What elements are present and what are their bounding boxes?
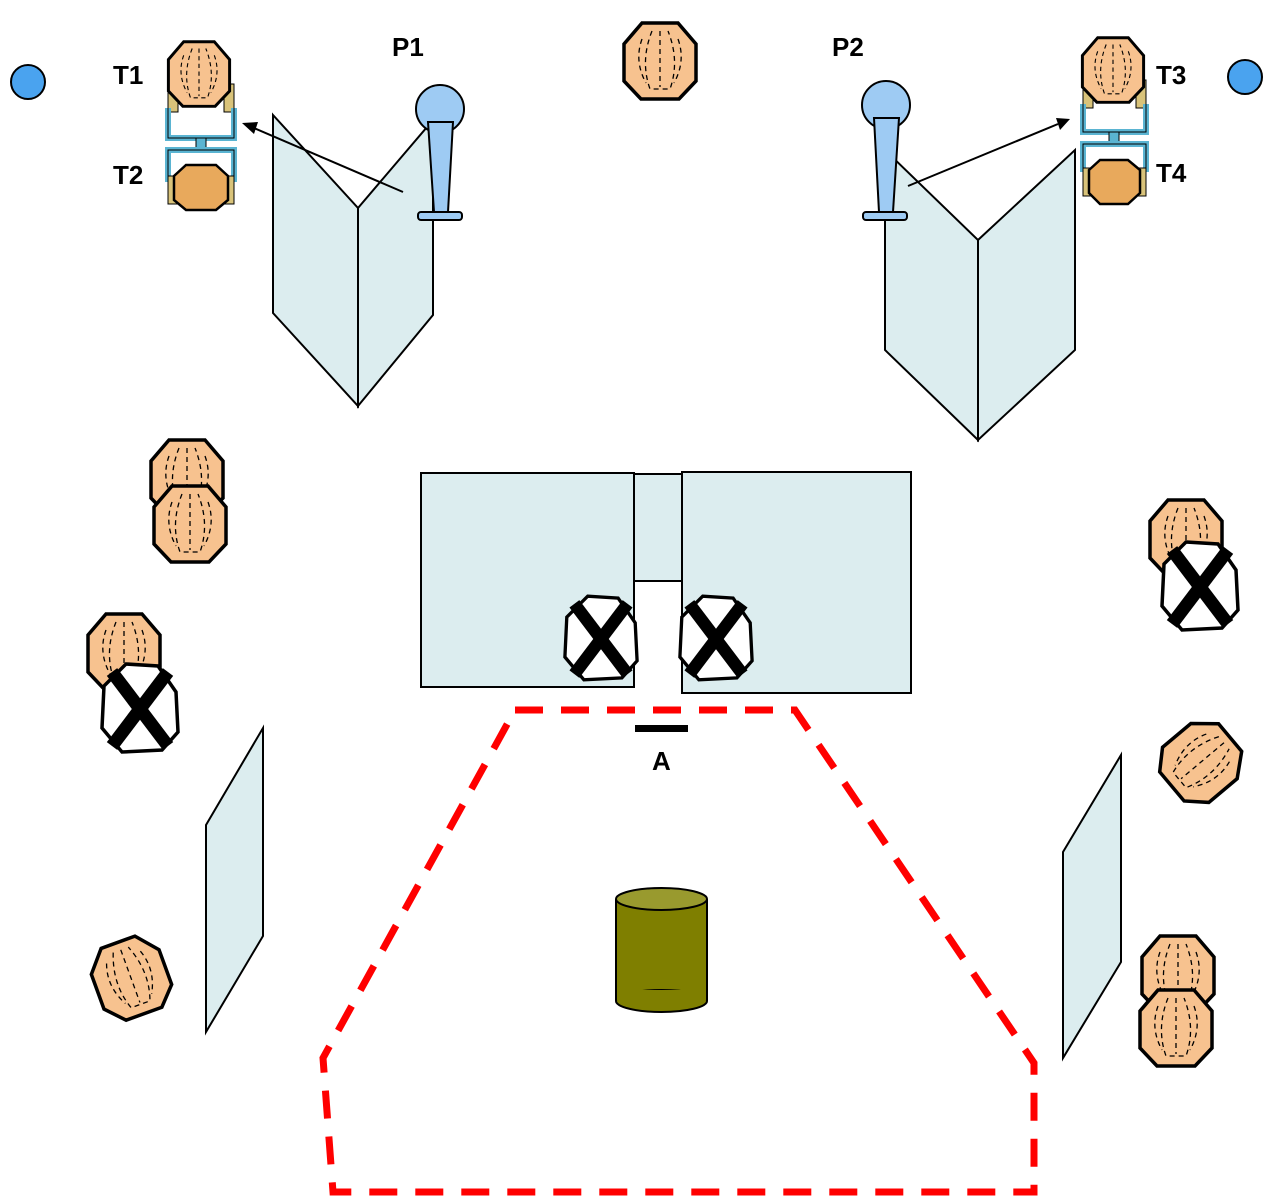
glass-panel-lower-right	[1062, 751, 1122, 1062]
excluded-person-center-right-crossed-head-icon	[680, 596, 752, 680]
person-top-center-head-icon	[622, 21, 698, 101]
chair-t4	[1080, 141, 1149, 206]
chair-t2	[165, 147, 237, 212]
person-left-2-head-icon	[152, 484, 228, 564]
podium-p1-microphone-podium-icon	[415, 84, 465, 221]
marker-a-bar	[635, 725, 688, 732]
recording-zone-boundary	[319, 706, 1038, 1196]
label-t4: T4	[1156, 158, 1187, 188]
excluded-person-right-crossed-head-icon	[1162, 542, 1238, 630]
blue-dot-left	[10, 64, 46, 100]
label-p2: P2	[832, 32, 864, 62]
label-t1: T1	[113, 60, 143, 90]
person-t3-head-icon	[1080, 36, 1146, 104]
arrow-p1-to-t1	[242, 122, 404, 193]
glass-panel-lower-left	[205, 724, 264, 1036]
person-left-4-head-icon	[82, 928, 180, 1028]
arrow-p2-to-t4	[907, 118, 1070, 187]
blue-dot-right	[1227, 59, 1263, 95]
label-t3: T3	[1156, 60, 1186, 90]
person-right-4-head-icon	[1138, 988, 1214, 1068]
glass-panel-right-a	[884, 147, 979, 443]
camera-cylinder-icon	[615, 887, 708, 1013]
glass-panel-left-a	[272, 112, 359, 409]
label-a: A	[652, 746, 671, 776]
excluded-person-left-crossed-head-icon	[102, 664, 178, 752]
glass-panel-left-b	[357, 117, 434, 409]
label-t2: T2	[113, 160, 143, 190]
label-p1: P1	[392, 32, 424, 62]
glass-panel-right-b	[977, 147, 1076, 443]
person-t1-head-icon	[166, 40, 232, 108]
person-right-2-head-icon	[1147, 708, 1255, 816]
excluded-person-center-left-crossed-head-icon	[565, 596, 637, 680]
center-table-middle	[633, 473, 683, 582]
podium-p2-microphone-podium-icon	[861, 80, 911, 221]
